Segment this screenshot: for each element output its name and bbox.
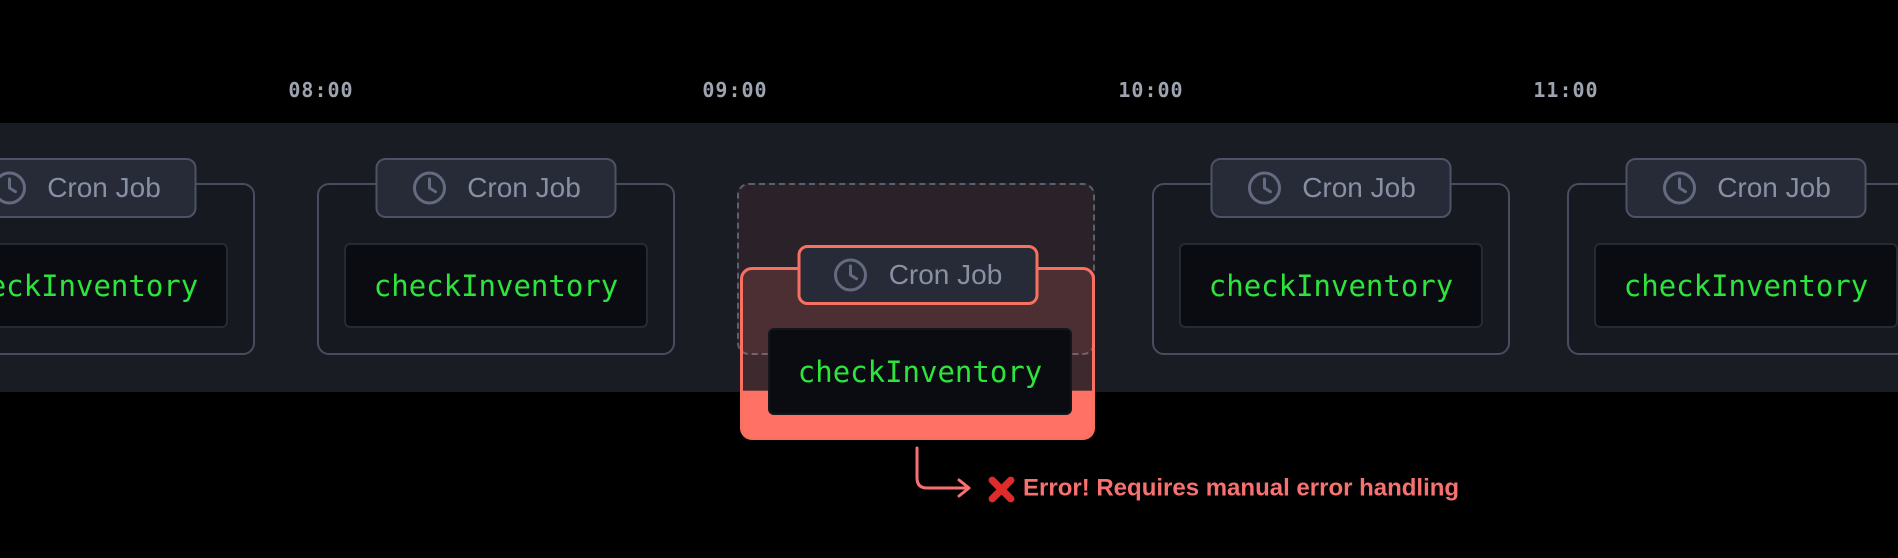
cron-job-badge-label: Cron Job [47,172,161,203]
cron-job-badge: Cron Job [1210,158,1452,218]
time-label-1000: 10:00 [1118,78,1184,102]
clock-icon [412,171,446,205]
job-code-box: checkInventory [1594,243,1898,328]
cron-job-badge: Cron Job [1625,158,1867,218]
cron-job-card-1000: Cron Job checkInventory [1152,158,1510,355]
time-label-0800: 08:00 [288,78,354,102]
error-arrow [915,446,971,498]
cron-job-badge: Cron Job [375,158,617,218]
job-code-box: checkInventory [768,328,1072,415]
job-name: checkInventory [797,354,1043,389]
error-x-icon [988,476,1015,503]
cron-job-badge-label: Cron Job [467,172,581,203]
job-code-box: checkInventory [1179,243,1483,328]
clock-icon [1662,171,1696,205]
error-message: Error! Requires manual error handling [1023,474,1460,502]
cron-job-badge-label: Cron Job [1717,172,1831,203]
cron-job-card-partial: Cron Job checkInventory [0,158,255,355]
job-name: checkInventory [0,268,199,303]
time-label-0900: 09:00 [702,78,768,102]
job-name: checkInventory [1623,268,1869,303]
clock-icon [0,171,26,205]
cron-job-badge: Cron Job [0,158,197,218]
cron-job-badge-error: Cron Job [797,245,1038,305]
cron-job-card-0900-error: Cron Job checkInventory [740,245,1095,440]
job-code-box: checkInventory [344,243,648,328]
clock-icon [1247,171,1281,205]
cron-job-card-0800: Cron Job checkInventory [317,158,675,355]
job-code-box: checkInventory [0,243,228,328]
cron-job-badge-label: Cron Job [888,259,1003,290]
clock-icon [834,258,868,292]
job-name: checkInventory [373,268,619,303]
time-label-1100: 11:00 [1533,78,1599,102]
job-name: checkInventory [1208,268,1454,303]
cron-job-badge-label: Cron Job [1302,172,1416,203]
cron-job-card-1100: Cron Job checkInventory [1567,158,1898,355]
